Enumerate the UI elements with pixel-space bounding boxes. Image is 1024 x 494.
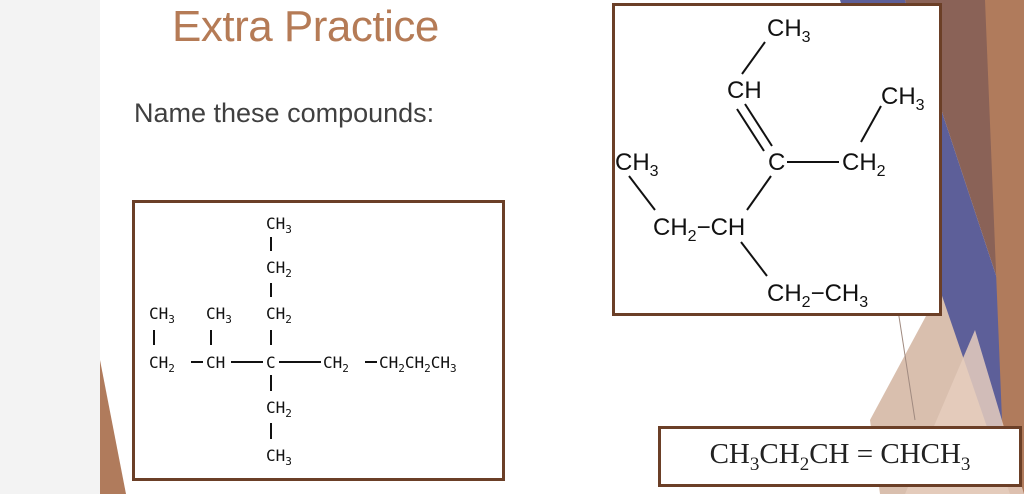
bond: [736, 108, 765, 152]
bond: [740, 241, 768, 277]
atom-ch2-ch: CH2−CH: [653, 214, 745, 245]
slide-subtitle: Name these compounds:: [134, 98, 435, 128]
atom-main-ch: CH: [206, 353, 225, 372]
compound-b-structure: CH3 CH CH3 C CH2 CH3 CH2−CH CH2−CH3: [615, 15, 925, 311]
deco-left-triangle: [100, 360, 126, 494]
atom-left-ch3-2: CH3: [206, 304, 232, 326]
deco-light-brown-band: [985, 0, 1024, 494]
slide-title: Extra Practice: [172, 2, 439, 51]
atom-main-ch2: CH2: [149, 353, 175, 375]
atom-right-ch3: CH3: [881, 83, 925, 114]
deco-thin-line: [897, 309, 916, 421]
bond: [744, 103, 773, 147]
atom-ch: CH: [727, 77, 762, 104]
atom-c: C: [768, 149, 785, 176]
compound-c-box: CH3CH2CH = CHCH3: [658, 426, 1022, 487]
compound-c-formula: CH3CH2CH = CHCH3: [709, 437, 971, 475]
bond: [860, 105, 882, 143]
compound-a-structure: CH3 CH2 CH2 CH3 CH3 CH2 CH C CH2 CH2CH2C…: [149, 214, 457, 468]
left-margin: [0, 0, 100, 494]
atom-main-tail: CH2CH2CH3: [379, 353, 457, 375]
atom-top-ch3: CH3: [767, 15, 811, 46]
bond: [746, 175, 772, 211]
atom-bottom-ch3: CH3: [266, 446, 292, 468]
atom-top-ch2-upper: CH2: [266, 258, 292, 280]
atom-main-ch2-right: CH2: [323, 353, 349, 375]
atom-main-c: C: [266, 353, 276, 372]
atom-top-ch2-lower: CH2: [266, 304, 292, 326]
atom-left-ch3-1: CH3: [149, 304, 175, 326]
atom-right-ch2: CH2: [842, 149, 886, 180]
bond: [741, 41, 766, 75]
atom-left-ch3: CH3: [615, 149, 659, 180]
compound-b-box: CH3 CH CH3 C CH2 CH3 CH2−CH CH2−CH3: [612, 3, 942, 316]
bond: [628, 175, 656, 211]
atom-bottom-ch2: CH2: [266, 398, 292, 420]
atom-bottom: CH2−CH3: [767, 280, 868, 311]
atom-top-ch3: CH3: [266, 214, 292, 236]
compound-a-box: CH3 CH2 CH2 CH3 CH3 CH2 CH C CH2 CH2CH2C…: [132, 200, 505, 481]
